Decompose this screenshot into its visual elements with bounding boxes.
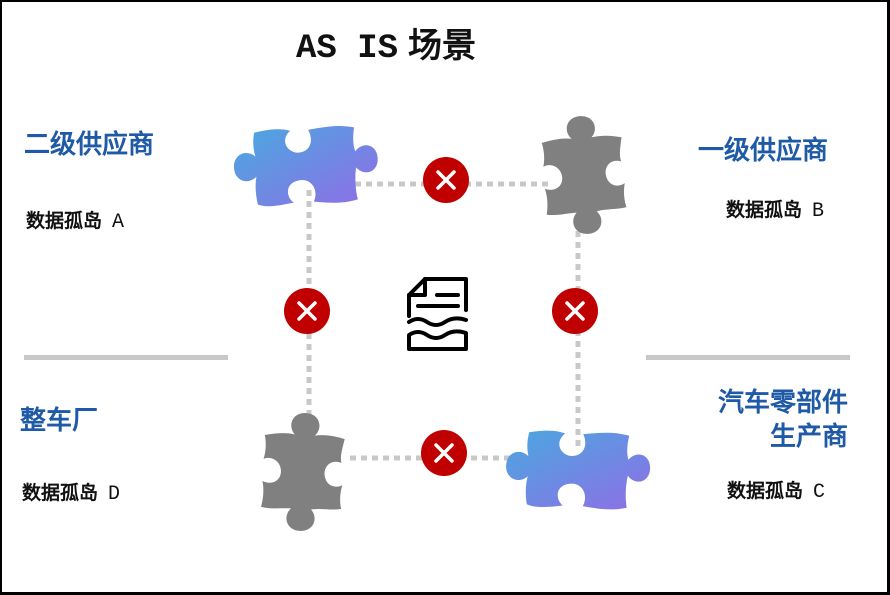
island-id: C [813, 481, 826, 504]
puzzle-piece-d-icon [259, 410, 346, 534]
blocked-x-icon-a-b [423, 157, 469, 203]
party-name-line1: 汽车零部件 [717, 388, 848, 418]
title-suffix: 场景 [408, 26, 477, 66]
party-name-top-right: 一级供应商 [698, 136, 829, 166]
party-name-top-left: 二级供应商 [24, 130, 155, 160]
island-label-a: 数据孤岛 A [26, 206, 124, 234]
island-label-b: 数据孤岛 B [726, 195, 824, 223]
island-label-c: 数据孤岛 C [727, 476, 825, 504]
divider-left [24, 355, 228, 360]
island-text: 数据孤岛 [26, 210, 103, 232]
island-text: 数据孤岛 [727, 480, 804, 502]
island-text: 数据孤岛 [22, 482, 99, 504]
shredded-document-icon [407, 277, 468, 351]
puzzle-piece-b-icon [540, 113, 629, 237]
divider-right [646, 355, 850, 360]
party-name-line2: 生产商 [769, 422, 848, 452]
island-id: B [812, 200, 825, 223]
island-label-d: 数据孤岛 D [22, 478, 120, 506]
blocked-x-icon-d-c [421, 430, 467, 476]
blocked-x-icon-a-d [284, 288, 330, 334]
island-text: 数据孤岛 [726, 199, 803, 221]
puzzle-piece-a-icon [232, 123, 380, 209]
title-prefix: AS IS [296, 30, 399, 68]
island-id: D [108, 483, 121, 506]
party-name-bottom-left: 整车厂 [20, 406, 99, 436]
party-name-bottom-right: 汽车零部件 生产商 [702, 386, 848, 454]
island-id: A [112, 211, 125, 234]
blocked-x-icon-b-c [552, 288, 598, 334]
